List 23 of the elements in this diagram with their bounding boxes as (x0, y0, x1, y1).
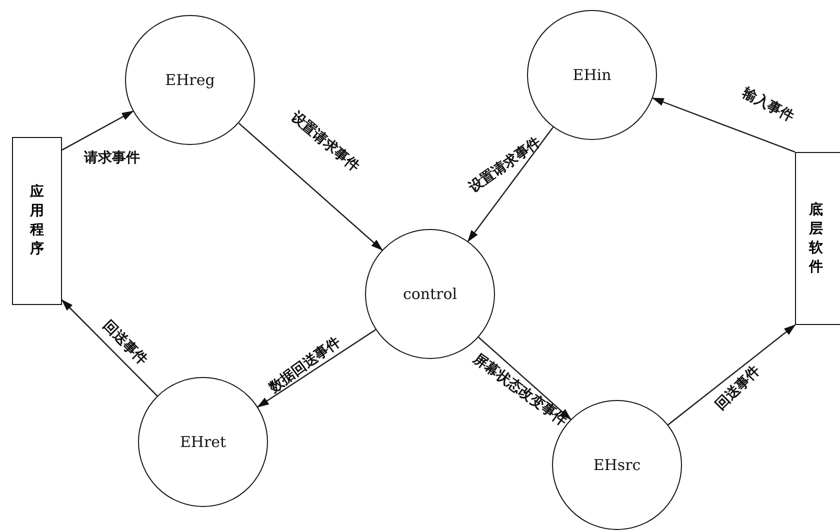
arrow (61, 299, 158, 396)
edge-label: 设置请求事件 (465, 134, 545, 196)
node-label: 应用程序 (29, 183, 45, 259)
arrow (652, 97, 796, 153)
arrow (62, 110, 134, 151)
node-label: control (402, 285, 458, 303)
edge-label: 输入事件 (739, 84, 797, 126)
arrow (256, 329, 376, 408)
node-label: EHin (572, 66, 612, 84)
arrow (668, 324, 796, 426)
node-label: EHsrc (593, 456, 641, 474)
edge-label: 回送事件 (712, 362, 764, 414)
edge-label: 设置请求事件 (287, 108, 363, 176)
arrow (467, 126, 554, 242)
node-label: 底层软件 (808, 200, 824, 276)
node-label: EHreg (165, 71, 215, 89)
arrow (478, 336, 572, 420)
edge-label: 回送事件 (98, 316, 152, 370)
program-box (12, 137, 62, 305)
edge-label: 数据回送事件 (266, 333, 344, 397)
node-label: EHret (180, 433, 226, 451)
arrow (238, 122, 383, 251)
edge-label: 请求事件 (84, 149, 140, 167)
